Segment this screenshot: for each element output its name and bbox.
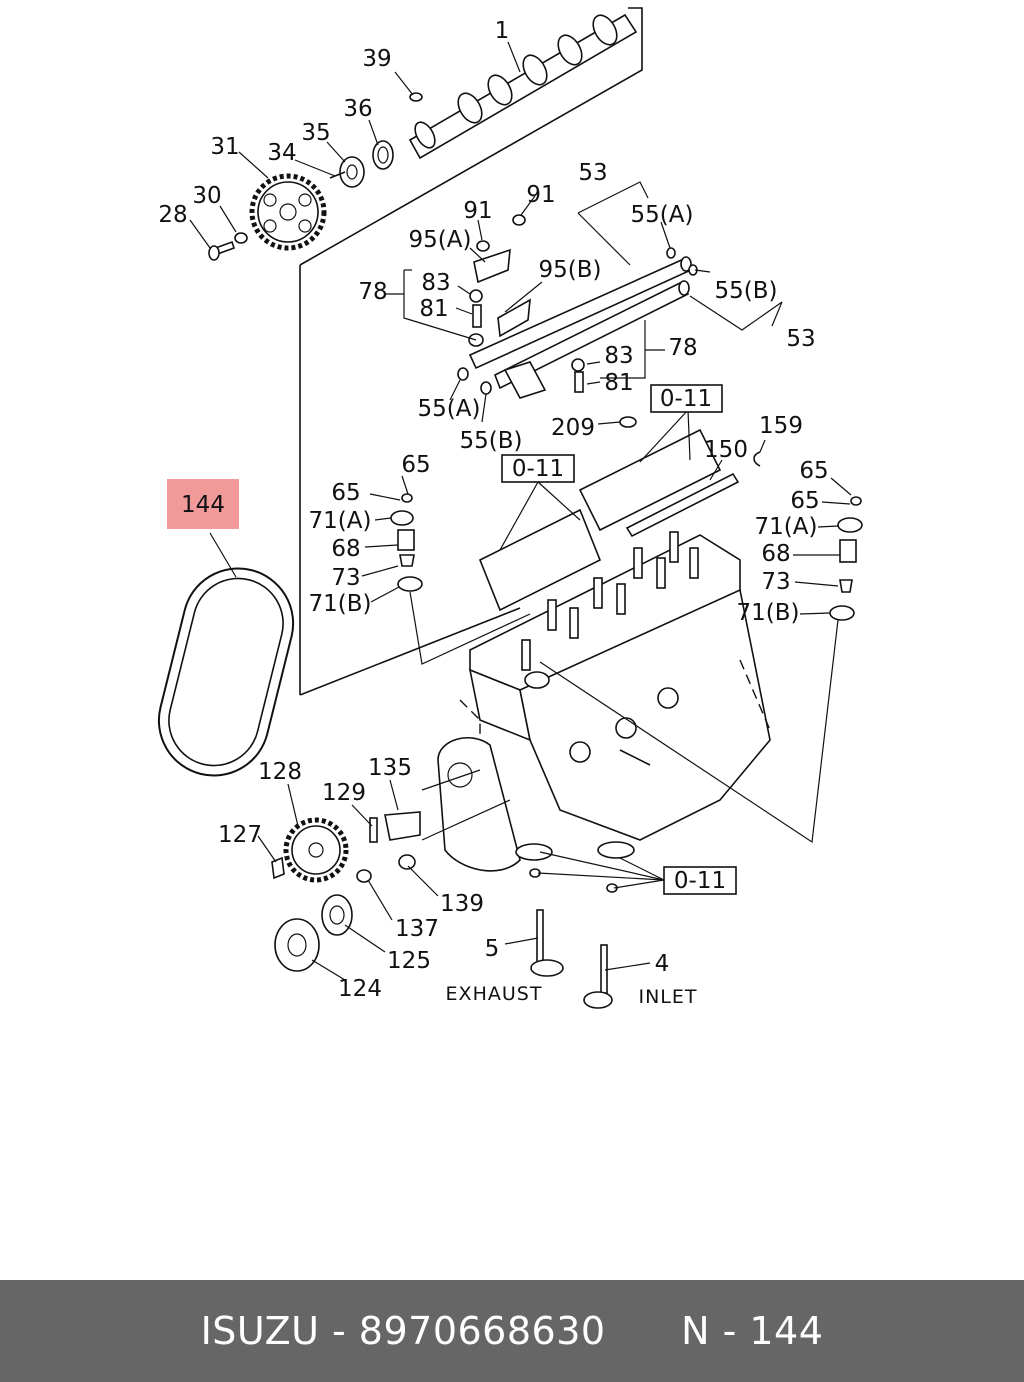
callout-68-left[interactable]: 68 bbox=[331, 536, 360, 562]
callout-65-right-top[interactable]: 65 bbox=[799, 458, 828, 484]
brand-name: ISUZU bbox=[200, 1309, 320, 1353]
footer-separator: - bbox=[319, 1309, 359, 1353]
callout-209[interactable]: 209 bbox=[551, 415, 595, 441]
cylinder-head-part bbox=[459, 531, 771, 861]
callout-30[interactable]: 30 bbox=[192, 183, 221, 209]
callout-55a-top[interactable]: 55(A) bbox=[631, 202, 694, 228]
callout-34[interactable]: 34 bbox=[267, 140, 296, 166]
callout-55b-right[interactable]: 55(B) bbox=[715, 278, 778, 304]
ref-box-3[interactable]: 0-11 bbox=[663, 866, 737, 895]
callout-65-right[interactable]: 65 bbox=[790, 488, 819, 514]
callout-137[interactable]: 137 bbox=[395, 916, 439, 942]
callout-35[interactable]: 35 bbox=[301, 120, 330, 146]
inlet-label: INLET bbox=[638, 986, 697, 1008]
exploded-parts-diagram: 144 0-11 0-11 0-11 1 39 36 35 34 31 30 2… bbox=[147, 7, 863, 1009]
ref-box-2-label: 0-11 bbox=[512, 456, 564, 482]
exhaust-label: EXHAUST bbox=[446, 983, 543, 1005]
valves-part bbox=[515, 841, 635, 1009]
leader-lines bbox=[189, 41, 852, 981]
part-number: 8970668630 bbox=[358, 1309, 606, 1353]
callout-labels: 1 39 36 35 34 31 30 28 53 55(A) 91 91 95… bbox=[158, 18, 828, 1008]
cam-small-parts bbox=[329, 92, 423, 188]
lower-gears-part bbox=[271, 811, 421, 972]
callout-139[interactable]: 139 bbox=[440, 891, 484, 917]
callout-91-right[interactable]: 91 bbox=[526, 182, 555, 208]
callout-65-left-top[interactable]: 65 bbox=[401, 452, 430, 478]
callout-71a-left[interactable]: 71(A) bbox=[309, 508, 372, 534]
callout-124[interactable]: 124 bbox=[338, 976, 382, 1002]
callout-78-upper[interactable]: 78 bbox=[358, 279, 387, 305]
assembly-frame bbox=[299, 7, 643, 696]
callout-128[interactable]: 128 bbox=[258, 759, 302, 785]
callout-91-left[interactable]: 91 bbox=[463, 198, 492, 224]
ref-box-1[interactable]: 0-11 bbox=[650, 384, 723, 413]
callout-65-left[interactable]: 65 bbox=[331, 480, 360, 506]
callout-71b-right[interactable]: 71(B) bbox=[737, 600, 800, 626]
ref-box-2[interactable]: 0-11 bbox=[501, 454, 575, 483]
callout-39[interactable]: 39 bbox=[362, 46, 391, 72]
diagram-reference: N - 144 bbox=[681, 1309, 824, 1353]
callout-31[interactable]: 31 bbox=[210, 134, 239, 160]
rocker-shaft-part bbox=[457, 214, 698, 399]
ref-box-1-label: 0-11 bbox=[660, 386, 712, 412]
part-footer-bar: ISUZU - 8970668630 N - 144 bbox=[0, 1280, 1024, 1382]
callout-81-lower[interactable]: 81 bbox=[604, 370, 633, 396]
callout-55a-lower[interactable]: 55(A) bbox=[418, 396, 481, 422]
callout-4[interactable]: 4 bbox=[655, 951, 670, 977]
timing-belt-part[interactable] bbox=[147, 557, 305, 787]
cam-gear-part bbox=[208, 173, 327, 261]
highlight-box bbox=[167, 479, 239, 529]
callout-71a-right[interactable]: 71(A) bbox=[755, 514, 818, 540]
callout-129[interactable]: 129 bbox=[322, 780, 366, 806]
callout-53-right[interactable]: 53 bbox=[786, 326, 815, 352]
valve-spring-left bbox=[390, 493, 423, 592]
callout-135[interactable]: 135 bbox=[368, 755, 412, 781]
callout-127[interactable]: 127 bbox=[218, 822, 262, 848]
callout-53-top[interactable]: 53 bbox=[578, 160, 607, 186]
callout-144[interactable]: 144 bbox=[181, 492, 225, 518]
callout-73-left[interactable]: 73 bbox=[331, 565, 360, 591]
valve-spring-right bbox=[829, 496, 863, 621]
callout-1[interactable]: 1 bbox=[495, 18, 510, 44]
callout-78-lower[interactable]: 78 bbox=[668, 335, 697, 361]
callout-36[interactable]: 36 bbox=[343, 96, 372, 122]
callout-28[interactable]: 28 bbox=[158, 202, 187, 228]
callout-159[interactable]: 159 bbox=[759, 413, 803, 439]
callout-5[interactable]: 5 bbox=[485, 936, 500, 962]
callout-125[interactable]: 125 bbox=[387, 948, 431, 974]
callout-68-right[interactable]: 68 bbox=[761, 541, 790, 567]
camshaft-part bbox=[408, 13, 638, 160]
callout-81-upper[interactable]: 81 bbox=[419, 296, 448, 322]
callout-83-upper[interactable]: 83 bbox=[421, 270, 450, 296]
callout-150[interactable]: 150 bbox=[704, 437, 748, 463]
callout-73-right[interactable]: 73 bbox=[761, 569, 790, 595]
gear-case-part bbox=[437, 736, 521, 872]
callout-55b-lower[interactable]: 55(B) bbox=[460, 428, 523, 454]
callout-71b-left[interactable]: 71(B) bbox=[309, 591, 372, 617]
callout-95b[interactable]: 95(B) bbox=[539, 257, 602, 283]
cam-carrier-part bbox=[478, 416, 722, 612]
rod-part bbox=[625, 451, 761, 538]
callout-95a[interactable]: 95(A) bbox=[409, 227, 472, 253]
ref-box-3-label: 0-11 bbox=[674, 868, 726, 894]
callout-83-lower[interactable]: 83 bbox=[604, 343, 633, 369]
